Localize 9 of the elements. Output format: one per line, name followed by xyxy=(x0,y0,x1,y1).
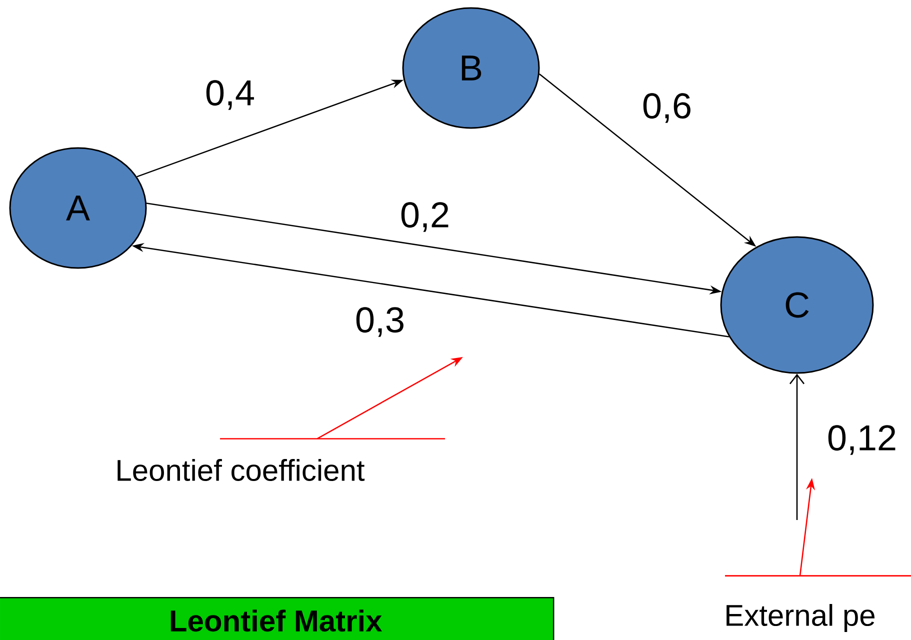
edge-label: 0,6 xyxy=(640,92,694,124)
arrow xyxy=(789,374,805,520)
edge-label: 0,4 xyxy=(204,79,256,111)
annotation-text: Leontief coefficient xyxy=(118,458,365,482)
title-box: Leontief Matrix xyxy=(0,597,554,640)
edge-label: 0,3 xyxy=(354,306,406,338)
annotation-text: External pe xyxy=(726,604,874,632)
edge-label: 0,12 xyxy=(826,424,898,456)
edge-label: 0,2 xyxy=(398,201,452,233)
